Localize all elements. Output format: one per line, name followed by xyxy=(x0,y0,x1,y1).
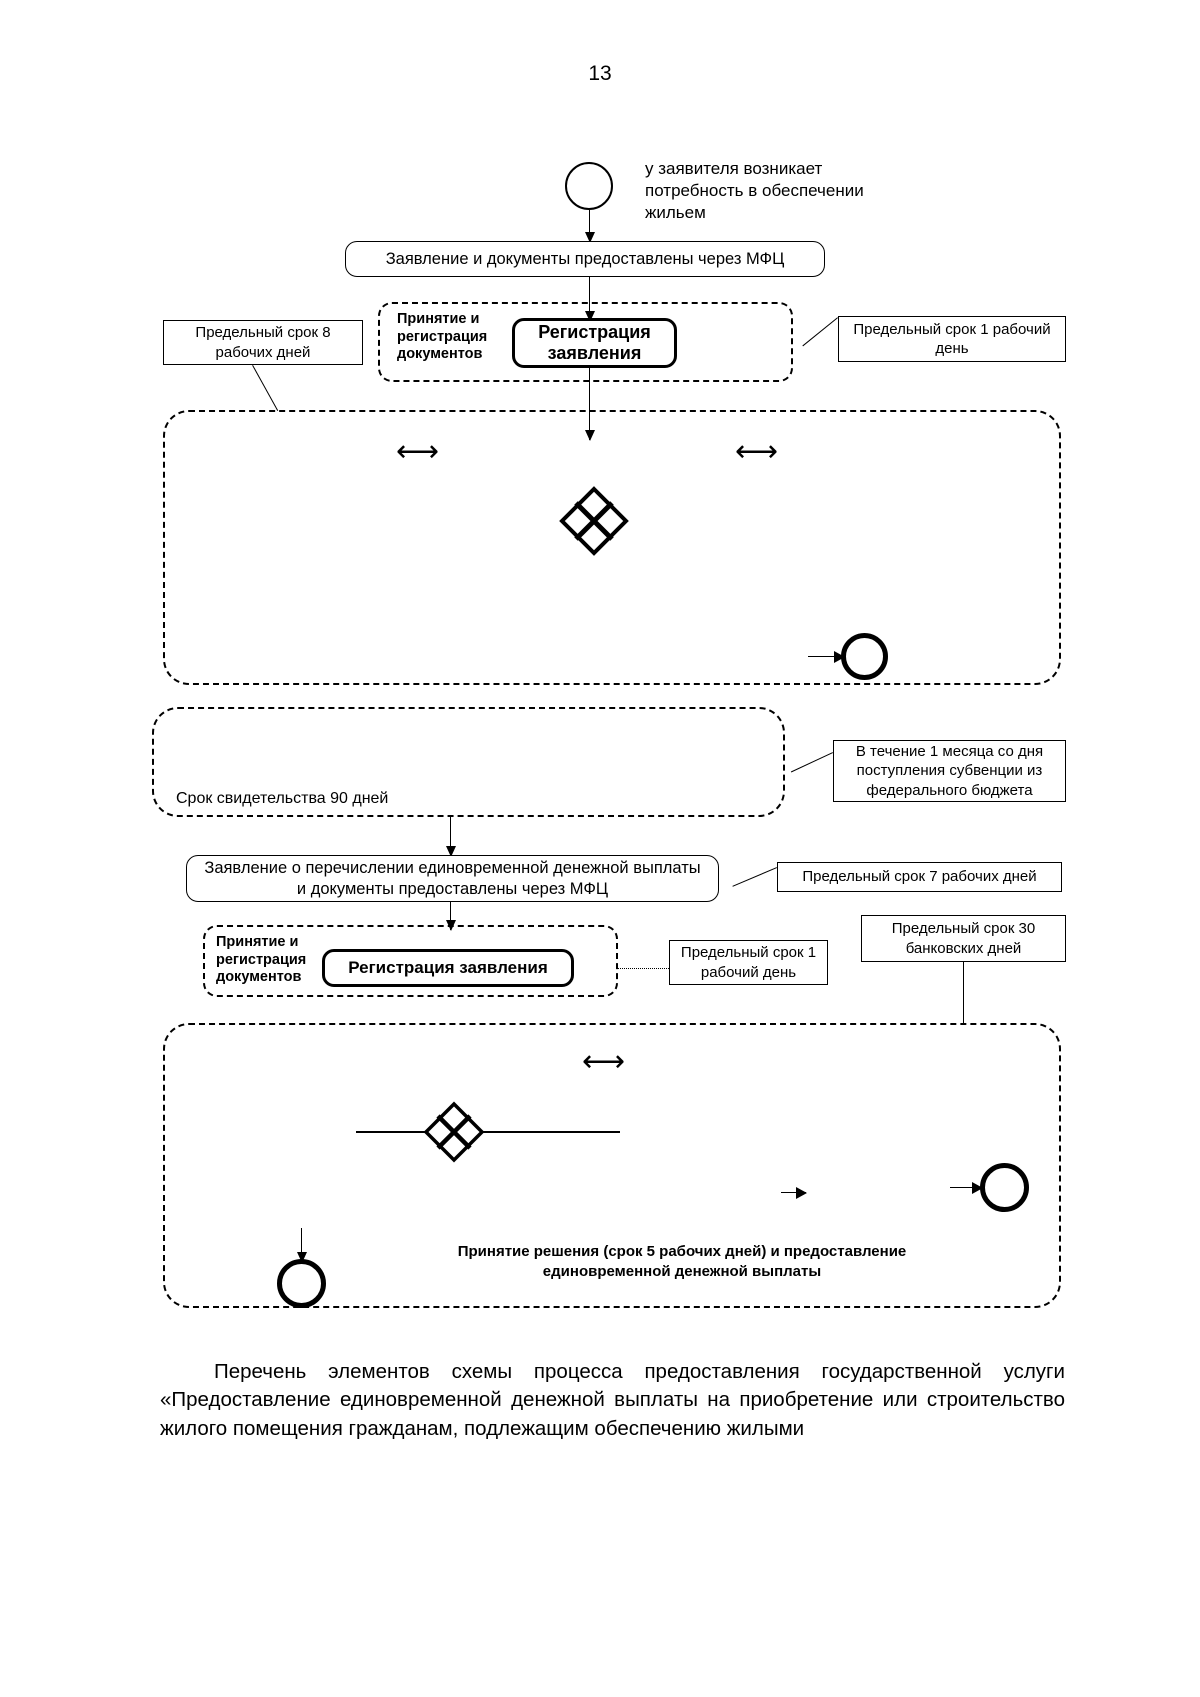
end-event-2 xyxy=(980,1163,1029,1212)
gateway-complex-1 xyxy=(558,485,630,557)
note-decision-and-payment: Принятие решения (срок 5 рабочих дней) и… xyxy=(457,1243,907,1281)
connector-to-endevent-2 xyxy=(950,1182,983,1194)
group-acceptance-registration-1 xyxy=(378,302,793,382)
double-arrow-left: ⟷ xyxy=(396,434,440,469)
msgbox-application-via-mfc: Заявление и документы предоставлены чере… xyxy=(345,241,825,277)
gateway-complex-2 xyxy=(423,1101,485,1163)
connector-task1-to-pool2 xyxy=(585,368,595,441)
pool-main-process xyxy=(163,410,1061,685)
group-label-acceptance-registration-2: Принятие и регистрация документов xyxy=(216,934,307,986)
pool-certificate-validity xyxy=(152,707,785,817)
msgbox-payment-application-via-mfc: Заявление о перечислении единовременной … xyxy=(186,855,719,902)
group-label-acceptance-registration-1: Принятие и регистрация документов xyxy=(397,311,488,363)
connector-pool2-to-msgbox2 xyxy=(446,817,456,857)
group-acceptance-registration-2 xyxy=(203,925,618,997)
leader-line-8-days xyxy=(252,365,279,411)
pool-certificate-validity-label: Срок свидетельства 90 дней xyxy=(176,790,389,807)
end-event-1 xyxy=(841,633,888,680)
leader-line-one-month xyxy=(790,752,833,773)
double-arrow-lower: ⟷ xyxy=(582,1044,626,1079)
annotation-limit-7-working-days: Предельный срок 7 рабочих дней xyxy=(777,862,1062,892)
annotation-within-one-month: В течение 1 месяца со дня поступления су… xyxy=(833,740,1066,802)
page-number: 13 xyxy=(588,62,612,85)
leader-line-30-banking-days xyxy=(963,962,964,1024)
end-event-3 xyxy=(277,1259,326,1308)
leader-line-7-days xyxy=(732,867,777,887)
pool-decision-and-payment xyxy=(163,1023,1061,1308)
task-registration-of-application-1: Регистрация заявления xyxy=(512,318,677,368)
connector-msgbox1-to-task1 xyxy=(585,277,595,322)
annotation-limit-8-working-days: Предельный срок 8 рабочих дней xyxy=(163,320,363,365)
connector-to-endevent-1 xyxy=(808,651,845,663)
start-event-circle xyxy=(565,162,613,210)
arrow-lower-middle xyxy=(781,1187,807,1199)
double-arrow-right: ⟷ xyxy=(735,434,779,469)
annotation-limit-1-working-day: Предельный срок 1 рабочий день xyxy=(838,316,1066,362)
task-registration-of-application-2: Регистрация заявления xyxy=(322,949,574,987)
connector-to-endevent-3 xyxy=(297,1228,307,1263)
paragraph-text: Перечень элементов схемы процесса предос… xyxy=(160,1360,1065,1440)
annotation-limit-30-banking-days: Предельный срок 30 банковских дней xyxy=(861,915,1066,962)
leader-line-1-day xyxy=(802,317,838,347)
sequence-line-lower xyxy=(356,1131,620,1133)
annotation-limit-1-working-day-2: Предельный срок 1 рабочий день xyxy=(669,940,828,985)
leader-line-1-day-2 xyxy=(618,968,669,969)
start-event-note: у заявителя возникает потребность в обес… xyxy=(645,159,864,223)
body-paragraph: Перечень элементов схемы процесса предос… xyxy=(160,1358,1065,1443)
connector-start-to-msgbox1 xyxy=(585,210,595,243)
